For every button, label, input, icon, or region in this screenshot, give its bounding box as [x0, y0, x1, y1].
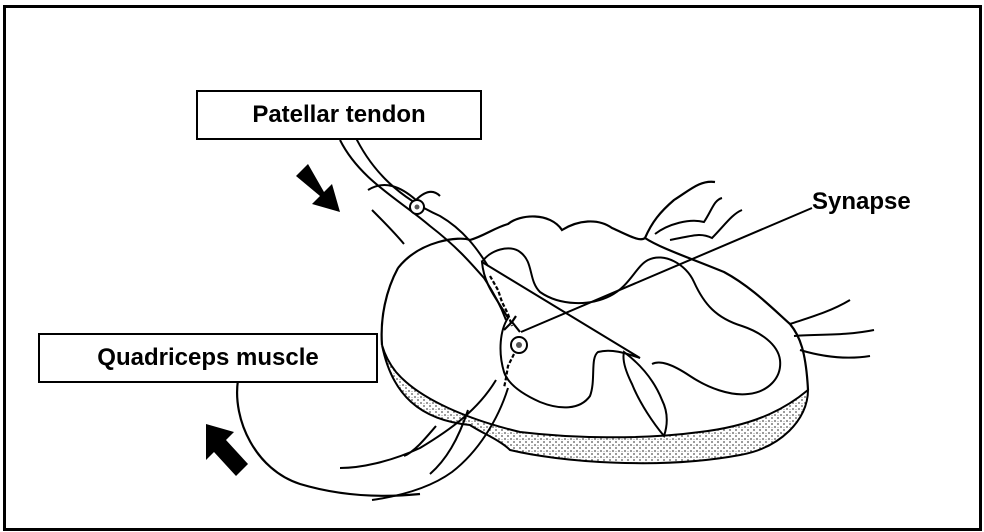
white-matter-stipple [382, 345, 808, 463]
quadriceps-muscle-shape [237, 380, 420, 496]
arrow-down-right-icon [296, 164, 340, 212]
ventral-fissure [623, 352, 666, 436]
quadriceps-muscle-label: Quadriceps muscle [38, 333, 378, 383]
patellar-tendon-label: Patellar tendon [196, 90, 482, 140]
synapse-label: Synapse [812, 188, 911, 216]
ganglion-nucleus [415, 205, 420, 210]
sensory-neuron [340, 134, 506, 320]
dorsal-rootlets-right [655, 198, 874, 358]
motor-axon [504, 354, 514, 388]
motor-neuron-nucleus [516, 342, 522, 348]
arrow-up-left-icon [206, 424, 248, 476]
